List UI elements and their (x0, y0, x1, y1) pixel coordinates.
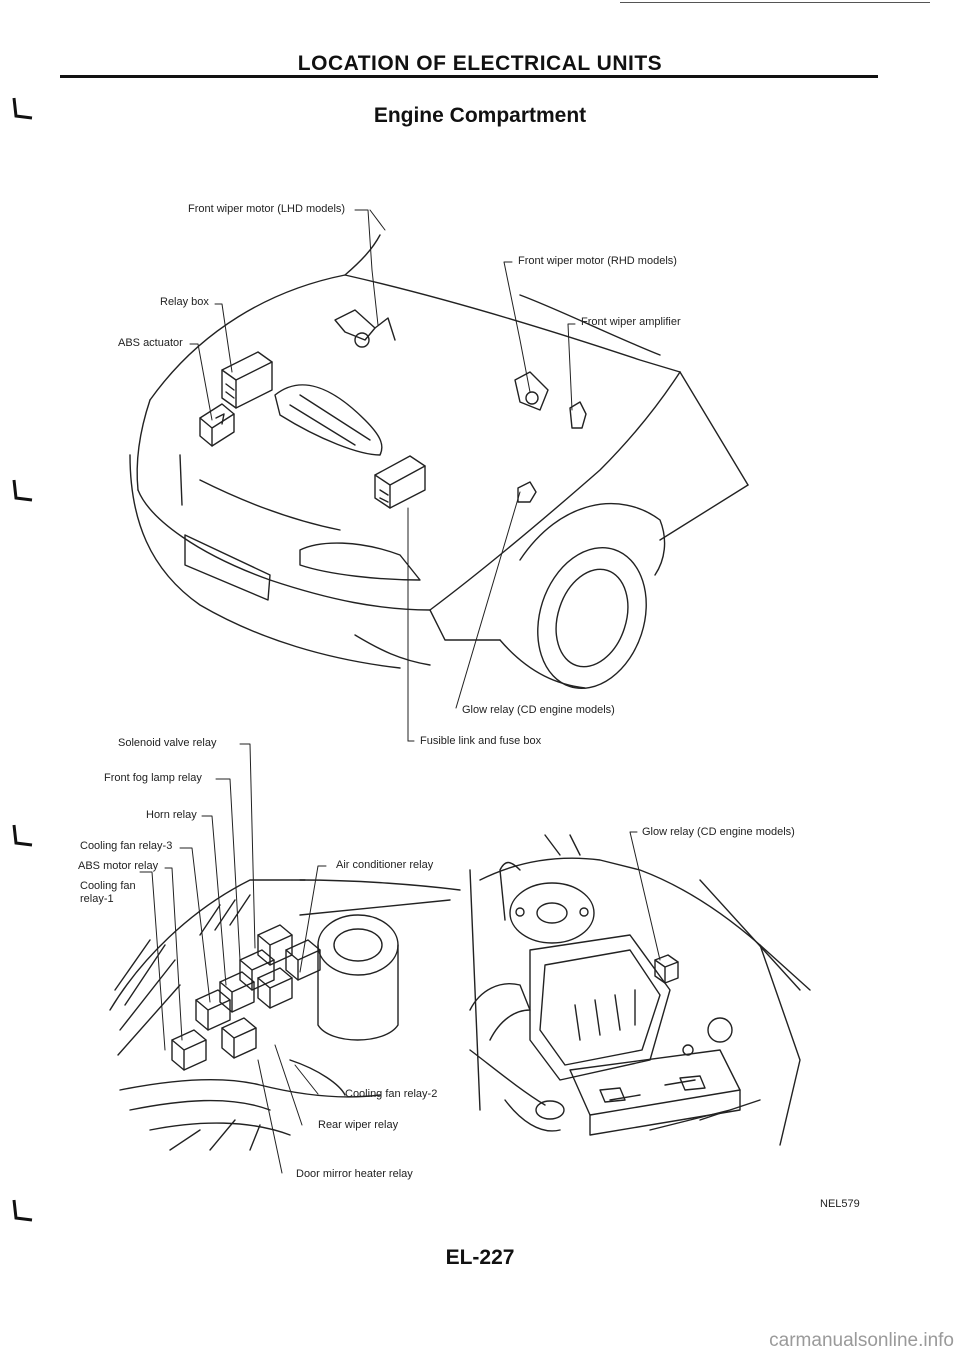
label-abs-actuator: ABS actuator (118, 337, 183, 349)
glow-relay-leader-line (629, 831, 661, 961)
label-front-wiper-motor-rhd: Front wiper motor (RHD models) (518, 255, 677, 267)
car-front-drawing (129, 234, 749, 690)
relay-cluster-drawing (109, 879, 461, 1151)
top-edge-rule (620, 2, 930, 3)
label-door-mirror-heater-relay: Door mirror heater relay (296, 1168, 413, 1180)
label-abs-motor-relay: ABS motor relay (78, 860, 159, 872)
label-cooling-fan-relay-1-line1: Cooling fan (80, 880, 136, 892)
bottom-left-leader-lines (139, 743, 327, 1174)
binder-mark-icon (10, 96, 36, 122)
label-air-conditioner-relay: Air conditioner relay (336, 859, 434, 871)
battery-bay-drawing (469, 834, 811, 1146)
label-front-fog-lamp-relay: Front fog lamp relay (104, 772, 202, 784)
label-solenoid-valve-relay: Solenoid valve relay (118, 737, 217, 749)
label-glow-relay-bottom: Glow relay (CD engine models) (642, 826, 795, 838)
page-title: LOCATION OF ELECTRICAL UNITS (297, 52, 663, 75)
label-rear-wiper-relay: Rear wiper relay (318, 1119, 399, 1131)
watermark: carmanualsonline.info (769, 1330, 954, 1351)
label-cooling-fan-relay-3: Cooling fan relay-3 (80, 840, 173, 852)
page-number: EL-227 (445, 1246, 515, 1269)
label-cooling-fan-relay-2: Cooling fan relay-2 (345, 1088, 438, 1100)
binder-mark-icon (10, 1198, 36, 1224)
section-subtitle: Engine Compartment (373, 104, 587, 127)
figure-code: NEL579 (820, 1198, 860, 1210)
title-underline (60, 75, 878, 78)
label-front-wiper-amplifier: Front wiper amplifier (581, 316, 681, 328)
top-leader-lines (189, 209, 576, 742)
label-fusible-link: Fusible link and fuse box (420, 735, 542, 747)
label-relay-box: Relay box (160, 296, 209, 308)
binder-mark-icon (10, 823, 36, 849)
label-horn-relay: Horn relay (146, 809, 197, 821)
binder-mark-icon (10, 478, 36, 504)
label-glow-relay-top: Glow relay (CD engine models) (462, 704, 615, 716)
label-cooling-fan-relay-1-line2: relay-1 (80, 893, 114, 905)
label-front-wiper-motor-lhd: Front wiper motor (LHD models) (188, 203, 346, 215)
